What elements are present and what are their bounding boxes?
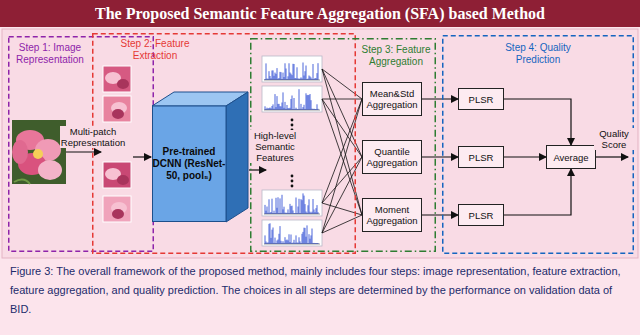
box-text: PLSR: [459, 152, 503, 163]
aggregation-wire: [322, 215, 362, 233]
histogram-bars: [265, 193, 318, 214]
box-label: Moment Aggregation: [366, 204, 418, 226]
aggregation-wires: [322, 69, 362, 233]
step-label-block: Step 4: Quality Prediction: [488, 42, 588, 66]
step-region: Step 2: Feature ExtractionPre-trained DC…: [92, 33, 356, 254]
photo-ground: [12, 120, 66, 184]
cube-side: [226, 92, 248, 222]
step-label-block: Step 3: Feature Aggregation: [360, 44, 432, 68]
box-label: PLSR: [462, 152, 500, 163]
box-label: PLSR: [462, 94, 500, 105]
regressor-box: PLSR: [458, 204, 504, 226]
figure-caption: Figure 3: The overall framework of the p…: [10, 262, 630, 319]
patch-petal: [117, 175, 129, 185]
aggregation-wire: [322, 99, 362, 233]
aggregation-box: Quantile Aggregation: [362, 140, 422, 174]
patch: [103, 66, 131, 92]
aggregation-wire: [322, 157, 362, 203]
histogram-bars: [265, 89, 318, 110]
aggregation-wire: [322, 69, 362, 99]
aggregation-box: Mean&Std Aggregation: [362, 82, 422, 116]
connector: [504, 169, 571, 215]
cnn-block: Pre-trained DCNN (ResNet-50, pool₅): [152, 92, 248, 222]
flower-photo: [12, 120, 66, 184]
petal: [38, 160, 62, 180]
output-arrow: [596, 156, 628, 157]
patch: [103, 96, 131, 122]
main-panel: [2, 29, 638, 258]
dashed-border: [251, 39, 436, 252]
petal: [12, 140, 28, 164]
dashed-border: [93, 34, 356, 254]
ellipsis-dot: [291, 180, 294, 183]
box-label: PLSR: [462, 210, 500, 221]
regressor-box: PLSR: [458, 146, 504, 168]
connector: [422, 98, 458, 99]
histogram-frame: [262, 190, 322, 216]
aggregation-wire: [322, 99, 362, 215]
ellipsis-dot: [291, 124, 294, 127]
box-label: Quantile Aggregation: [366, 146, 418, 168]
flower-center: [33, 149, 43, 159]
histogram-bars: [265, 223, 318, 244]
regressor-box: PLSR: [458, 88, 504, 110]
dashed-border: [443, 36, 634, 254]
cnn-text: Pre-trained DCNN (ResNet-50, pool₅): [152, 106, 226, 222]
step-label: Step 4: Quality Prediction: [488, 42, 588, 66]
box-text: Average: [547, 152, 595, 163]
box-text: Quantile Aggregation: [363, 146, 421, 168]
histogram-axis: [264, 80, 320, 81]
connector: [504, 99, 571, 145]
annotation: Multi-patch Representation: [60, 126, 126, 148]
step-label: Step 1: Image Representation: [13, 42, 87, 66]
aggregation-wire: [322, 69, 362, 215]
cnn-label: Pre-trained DCNN (ResNet-50, pool₅): [152, 146, 226, 182]
step-label-block: Step 2: Feature Extraction: [110, 38, 200, 62]
leaf: [14, 179, 30, 184]
dashed-border: [9, 37, 154, 252]
aggregation-wire: [322, 99, 362, 100]
box-text: Mean&Std Aggregation: [363, 88, 421, 110]
patch: [103, 162, 131, 188]
patch-petal: [112, 209, 124, 219]
histogram-frame: [262, 86, 322, 112]
annotation: Quality Score: [594, 128, 634, 150]
figure-title: The Proposed Semantic Feature Aggregatio…: [0, 0, 640, 27]
aggregation-box: Moment Aggregation: [362, 198, 422, 232]
patch-petal: [117, 79, 129, 89]
connector: [422, 156, 458, 157]
histogram-axis: [264, 214, 320, 215]
histogram-frame: [262, 220, 322, 246]
average-box: Average: [546, 145, 596, 169]
annotation: High-level Semantic Features: [250, 130, 300, 163]
ellipsis-dot: [291, 119, 294, 122]
aggregation-wire: [322, 99, 362, 157]
step-label: Step 2: Feature Extraction: [110, 38, 200, 62]
patch-petal: [112, 109, 124, 119]
arrow-line: [66, 151, 101, 152]
box-text: Moment Aggregation: [363, 204, 421, 226]
aggregation-wire: [322, 69, 362, 157]
ellipsis-dot: [291, 185, 294, 188]
box-text: PLSR: [459, 94, 503, 105]
aggregation-wire: [322, 99, 362, 203]
connector: [504, 156, 546, 157]
arrow-line: [249, 169, 266, 170]
cube-front: [153, 106, 227, 222]
histogram-axis: [264, 244, 320, 245]
histogram-axis: [264, 110, 320, 111]
step-label-block: Step 1: Image Representation: [13, 42, 87, 66]
histogram-frame: [262, 56, 322, 82]
box-label: Average: [550, 152, 592, 163]
connector: [422, 214, 458, 215]
aggregation-wire: [322, 157, 362, 233]
patch: [103, 196, 131, 222]
ellipsis-dot: [291, 175, 294, 178]
box-label: Mean&Std Aggregation: [366, 88, 418, 110]
arrow-line: [133, 156, 151, 157]
step-label: Step 3: Feature Aggregation: [360, 44, 432, 68]
box-text: PLSR: [459, 210, 503, 221]
histogram-bars: [265, 63, 318, 81]
